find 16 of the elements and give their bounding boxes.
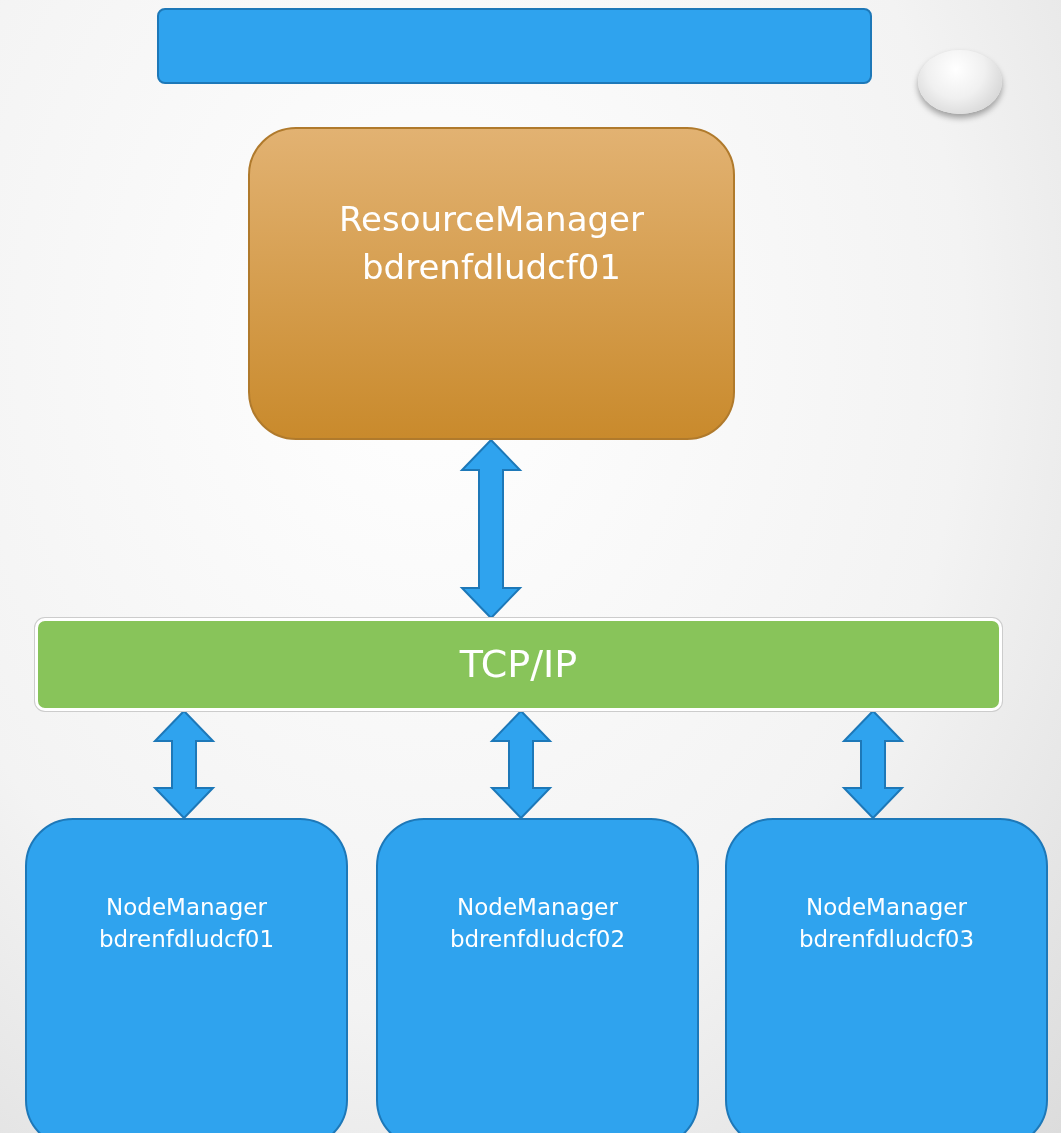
- server-box: [248, 127, 735, 440]
- circle-button: [918, 50, 1002, 114]
- server-box: [376, 818, 699, 1133]
- double-block-arrow: [459, 438, 523, 620]
- node-label: NodeManager bdrenfdludcf02: [448, 892, 627, 954]
- node-label: NodeManager bdrenfdludcf03: [797, 892, 976, 954]
- node-label: ResourceManager bdrenfdludcf01: [338, 197, 645, 289]
- node-label: NodeManager bdrenfdludcf01: [97, 892, 276, 954]
- network-bar: [35, 618, 1002, 711]
- double-block-arrow: [152, 709, 216, 820]
- double-block-arrow: [841, 709, 905, 820]
- double-block-arrow: [489, 709, 553, 820]
- server-box: [25, 818, 348, 1133]
- node-label: TCP/IP: [458, 640, 579, 688]
- title-bar: [157, 8, 872, 84]
- server-box: [725, 818, 1048, 1133]
